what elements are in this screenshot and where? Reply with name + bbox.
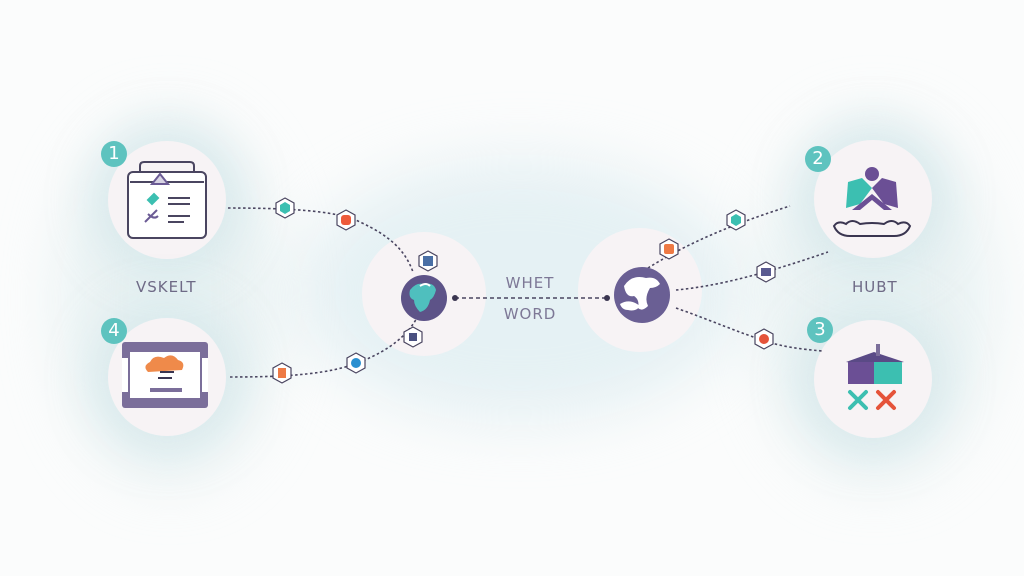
node-1-badge: 1 (101, 141, 127, 167)
link-node4-to-left-hub (229, 315, 419, 378)
globe-teal-icon (401, 275, 447, 321)
globe-white-icon (614, 267, 670, 323)
center-label-bottom: WORD (503, 305, 557, 323)
node-1-label: VSKELT (136, 278, 197, 296)
hexagon-blue-marker-icon[interactable] (346, 352, 366, 374)
monitor-with-cloud-icon (122, 342, 208, 408)
open-box-with-crosses-icon (846, 344, 904, 410)
hexagon-teal-marker-icon[interactable] (275, 197, 295, 219)
node-2-badge: 2 (805, 146, 831, 172)
hexagon-red-marker-icon[interactable] (754, 328, 774, 350)
hexagon-orange-marker-icon[interactable] (659, 238, 679, 260)
center-link-endpoint-right (604, 295, 610, 301)
hexagon-red-marker-icon[interactable] (336, 209, 356, 231)
reader-with-book-icon (832, 167, 912, 237)
link-right-hub-to-node2-mid (675, 251, 829, 291)
hexagon-navy-marker-icon[interactable] (403, 326, 423, 348)
link-right-hub-to-node3 (675, 307, 823, 352)
node-4-badge: 4 (101, 318, 127, 344)
hexagon-orange-marker-icon[interactable] (272, 362, 292, 384)
hexagon-teal-marker-icon[interactable] (726, 209, 746, 231)
clipboard-checklist-icon (127, 161, 207, 239)
link-node1-to-left-hub (227, 207, 414, 273)
center-link-endpoint-left (452, 295, 458, 301)
node-2-label: HUBT (852, 278, 898, 296)
node-3-badge: 3 (807, 317, 833, 343)
center-label-top: WHET (505, 274, 555, 292)
link-right-hub-to-node2-top (647, 205, 791, 269)
hexagon-navy-marker-icon[interactable] (756, 261, 776, 283)
hexagon-blue-marker-icon[interactable] (418, 250, 438, 272)
